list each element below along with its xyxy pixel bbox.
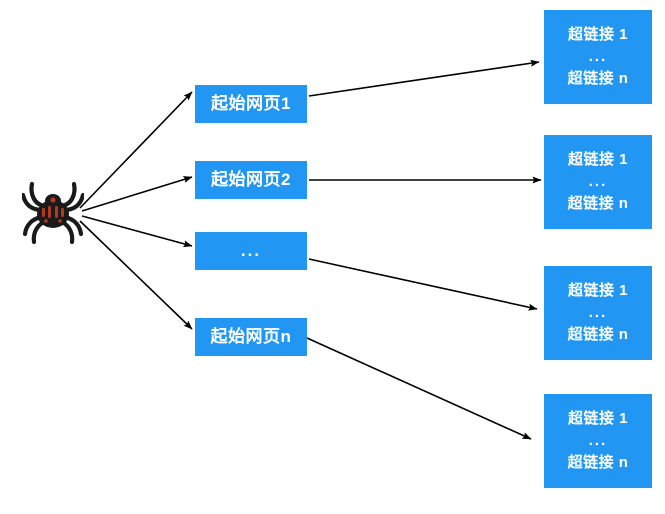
seed-node-1-label: 起始网页1 (211, 93, 291, 113)
edge-spider-to-seed-1 (79, 91, 193, 209)
link-node-4-ellipsis: ... (588, 432, 608, 450)
edge-seed-3-to-links-3 (308, 258, 538, 311)
link-node-4[interactable]: 超链接 1 ... 超链接 n (544, 394, 652, 488)
edge-seed-4-to-links-4 (306, 337, 532, 440)
seed-node-4-label: 起始网页n (210, 326, 292, 346)
seed-node-2-label: 起始网页2 (211, 169, 291, 189)
link-node-1-ellipsis: ... (588, 48, 608, 66)
edge-spider-to-seed-3 (81, 215, 193, 248)
link-node-2[interactable]: 超链接 1 ... 超链接 n (544, 135, 652, 229)
seed-node-3[interactable]: ... (195, 232, 307, 270)
seed-node-2[interactable]: 起始网页2 (195, 161, 307, 199)
edge-spider-to-seed-2 (81, 176, 193, 212)
link-node-1[interactable]: 超链接 1 ... 超链接 n (544, 10, 652, 104)
edge-spider-to-seed-4 (79, 220, 193, 330)
link-node-2-line-1: 超链接 1 (567, 151, 628, 169)
spider-icon (22, 181, 84, 245)
edge-seed-1-to-links-1 (308, 59, 540, 97)
link-node-1-line-1: 超链接 1 (567, 26, 628, 44)
link-node-3-ellipsis: ... (588, 304, 608, 322)
link-node-4-line-2: 超链接 n (567, 453, 629, 471)
link-node-2-line-2: 超链接 n (567, 194, 629, 212)
link-node-4-line-1: 超链接 1 (567, 410, 628, 428)
link-node-3[interactable]: 超链接 1 ... 超链接 n (544, 266, 652, 360)
link-node-3-line-2: 超链接 n (567, 325, 629, 343)
link-node-2-ellipsis: ... (588, 173, 608, 191)
seed-node-1[interactable]: 起始网页1 (195, 85, 307, 123)
link-node-3-line-1: 超链接 1 (567, 282, 628, 300)
link-node-1-line-2: 超链接 n (567, 69, 629, 87)
seed-node-4[interactable]: 起始网页n (195, 318, 307, 356)
seed-node-3-label: ... (240, 240, 262, 260)
